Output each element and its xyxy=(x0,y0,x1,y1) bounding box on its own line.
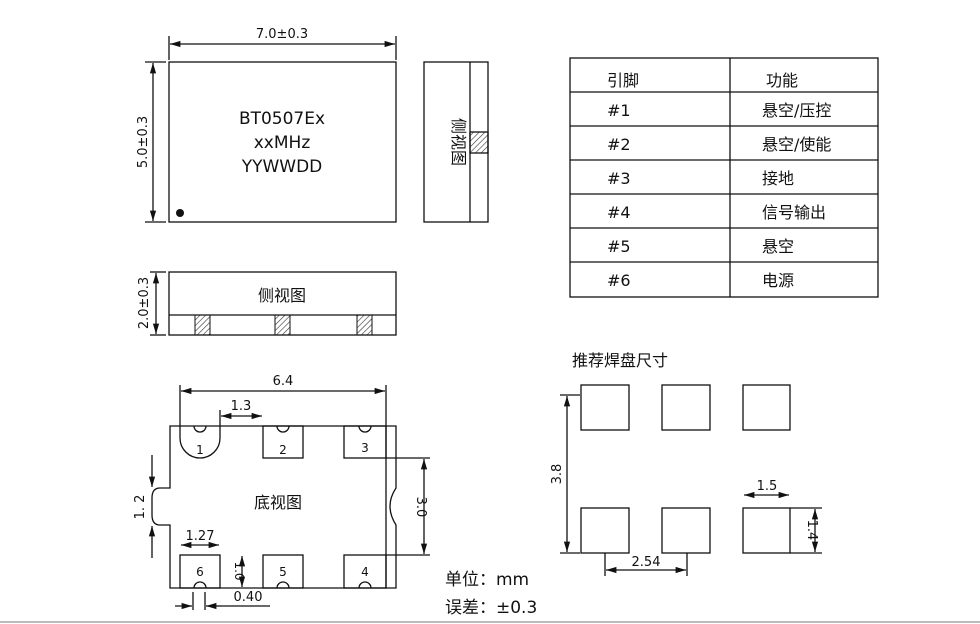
table-cell-pin: #2 xyxy=(607,135,631,154)
marking-line-2: xxMHz xyxy=(254,133,311,153)
dim-thickness: 2.0±0.3 xyxy=(137,277,152,329)
tolerance-note: 误差：±0.3 xyxy=(445,598,537,618)
dim-pitch: 1.3 xyxy=(231,399,252,414)
table-cell-function: 信号输出 xyxy=(762,203,826,222)
table-cell-function: 电源 xyxy=(762,271,794,290)
dim-pad-width: 1.27 xyxy=(186,529,215,544)
bottom-view: 1 2 3 4 5 6 底视图 6.4 1.3 3.0 1. 2 1.27 1.… xyxy=(133,374,430,610)
side-view-label: 侧视图 xyxy=(258,286,306,305)
table-header-pin: 引脚 xyxy=(607,71,639,90)
table-cell-function: 接地 xyxy=(762,169,794,188)
marking-line-3: YYWWDD xyxy=(241,157,323,177)
dim-row-span: 3.0 xyxy=(413,497,428,518)
dim-notch: 1. 2 xyxy=(133,495,148,520)
dim-width: 7.0±0.3 xyxy=(256,27,308,42)
side-view-bottom: 侧视图 2.0±0.3 xyxy=(137,271,397,336)
table-cell-function: 悬空 xyxy=(762,237,794,256)
pad-2-label: 2 xyxy=(279,443,287,457)
dim-land-pitch: 2.54 xyxy=(632,555,661,570)
side-view-label: 侧视图 xyxy=(449,118,468,166)
table-cell-pin: #6 xyxy=(607,271,631,290)
pad-5-label: 5 xyxy=(279,565,287,579)
table-cell-pin: #3 xyxy=(607,169,631,188)
pad-6-label: 6 xyxy=(196,565,204,579)
pin-table: #1 悬空/压控 #2 悬空/使能 #3 接地 #4 信号输出 #5 悬空 #6 电源 引脚 功能 xyxy=(569,57,879,298)
land-pattern-title: 推荐焊盘尺寸 xyxy=(572,351,668,370)
bottom-view-label: 底视图 xyxy=(254,493,302,512)
table-cell-function: 悬空/压控 xyxy=(762,101,831,120)
dim-land-height: 1.4 xyxy=(804,520,819,541)
table-cell-pin: #4 xyxy=(607,203,631,222)
dim-height: 5.0±0.3 xyxy=(136,116,151,168)
dim-row-gap: 3.8 xyxy=(550,464,565,485)
dim-gap: 0.40 xyxy=(234,590,263,605)
dim-pad-height: 1.0 xyxy=(232,561,246,580)
package-top xyxy=(168,61,397,223)
land-pattern: 推荐焊盘尺寸 3.8 2.54 1.5 1.4 xyxy=(550,351,822,576)
pin1-dot-icon xyxy=(176,209,184,217)
table-header-function: 功能 xyxy=(766,71,798,90)
pad-1-label: 1 xyxy=(196,443,204,457)
table-cell-pin: #5 xyxy=(607,237,631,256)
side-view-right: 侧视图 xyxy=(423,61,489,223)
pad-4-label: 4 xyxy=(361,565,369,579)
unit-note: 单位：mm xyxy=(445,570,529,590)
pad-3-label: 3 xyxy=(361,441,369,455)
marking-line-1: BT0507Ex xyxy=(239,109,325,129)
dim-land-width: 1.5 xyxy=(757,479,778,494)
table-cell-function: 悬空/使能 xyxy=(762,135,831,154)
top-view: 7.0±0.3 5.0±0.3 BT0507Ex xxMHz YYWWDD xyxy=(136,27,397,223)
dim-pad-span: 6.4 xyxy=(273,374,294,389)
table-cell-pin: #1 xyxy=(607,101,631,120)
